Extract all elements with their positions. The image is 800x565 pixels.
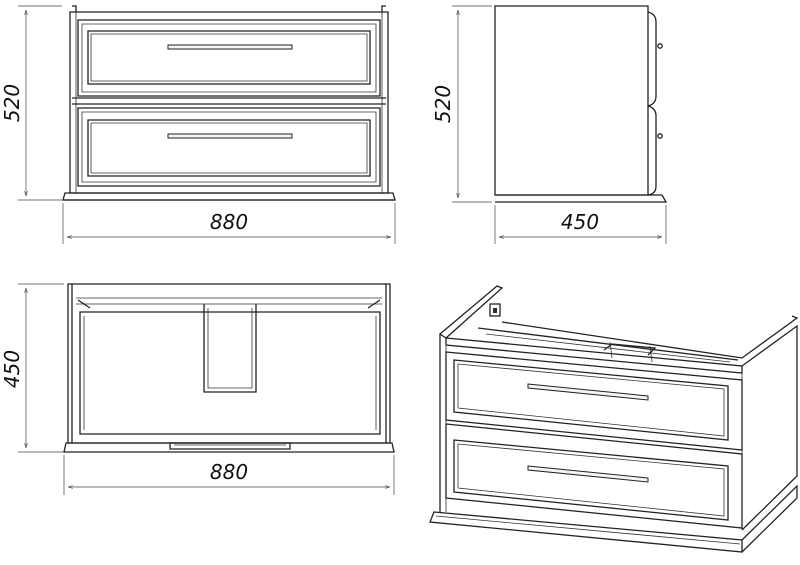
iso-cabinet-body — [438, 285, 799, 531]
iso-top-drawer-handle — [527, 383, 649, 401]
side-height-label: 520 — [431, 85, 455, 123]
top-depth-dimension: 450 — [0, 283, 64, 453]
front-bottom-drawer — [77, 107, 381, 187]
side-depth-label: 450 — [561, 210, 599, 234]
top-siphon-cutout — [203, 304, 257, 393]
bottom-drawer-handle — [167, 133, 293, 139]
top-drawer-handle — [167, 44, 293, 50]
top-view: 450 880 — [0, 283, 395, 495]
top-depth-label: 450 — [0, 350, 24, 388]
top-width-label: 880 — [210, 460, 248, 484]
front-width-dimension: 880 — [62, 203, 396, 244]
front-height-dimension: 520 — [0, 5, 62, 201]
iso-bottom-drawer — [445, 423, 743, 529]
side-cabinet — [494, 5, 668, 203]
side-view: 520 450 — [431, 5, 668, 244]
front-view: 520 880 — [0, 5, 396, 244]
iso-top-drawer — [445, 351, 743, 451]
drawer-divider — [72, 97, 386, 105]
front-height-label: 520 — [0, 84, 24, 122]
side-height-dimension: 520 — [431, 5, 492, 203]
iso-plinth — [429, 484, 798, 553]
iso-bottom-drawer-handle — [527, 465, 649, 483]
front-width-label: 880 — [210, 210, 248, 234]
front-cabinet — [62, 5, 396, 201]
top-cabinet — [63, 283, 395, 453]
front-top-drawer — [77, 19, 381, 97]
top-width-dimension: 880 — [63, 455, 395, 495]
side-depth-dimension: 450 — [494, 205, 667, 244]
isometric-view — [429, 285, 799, 553]
